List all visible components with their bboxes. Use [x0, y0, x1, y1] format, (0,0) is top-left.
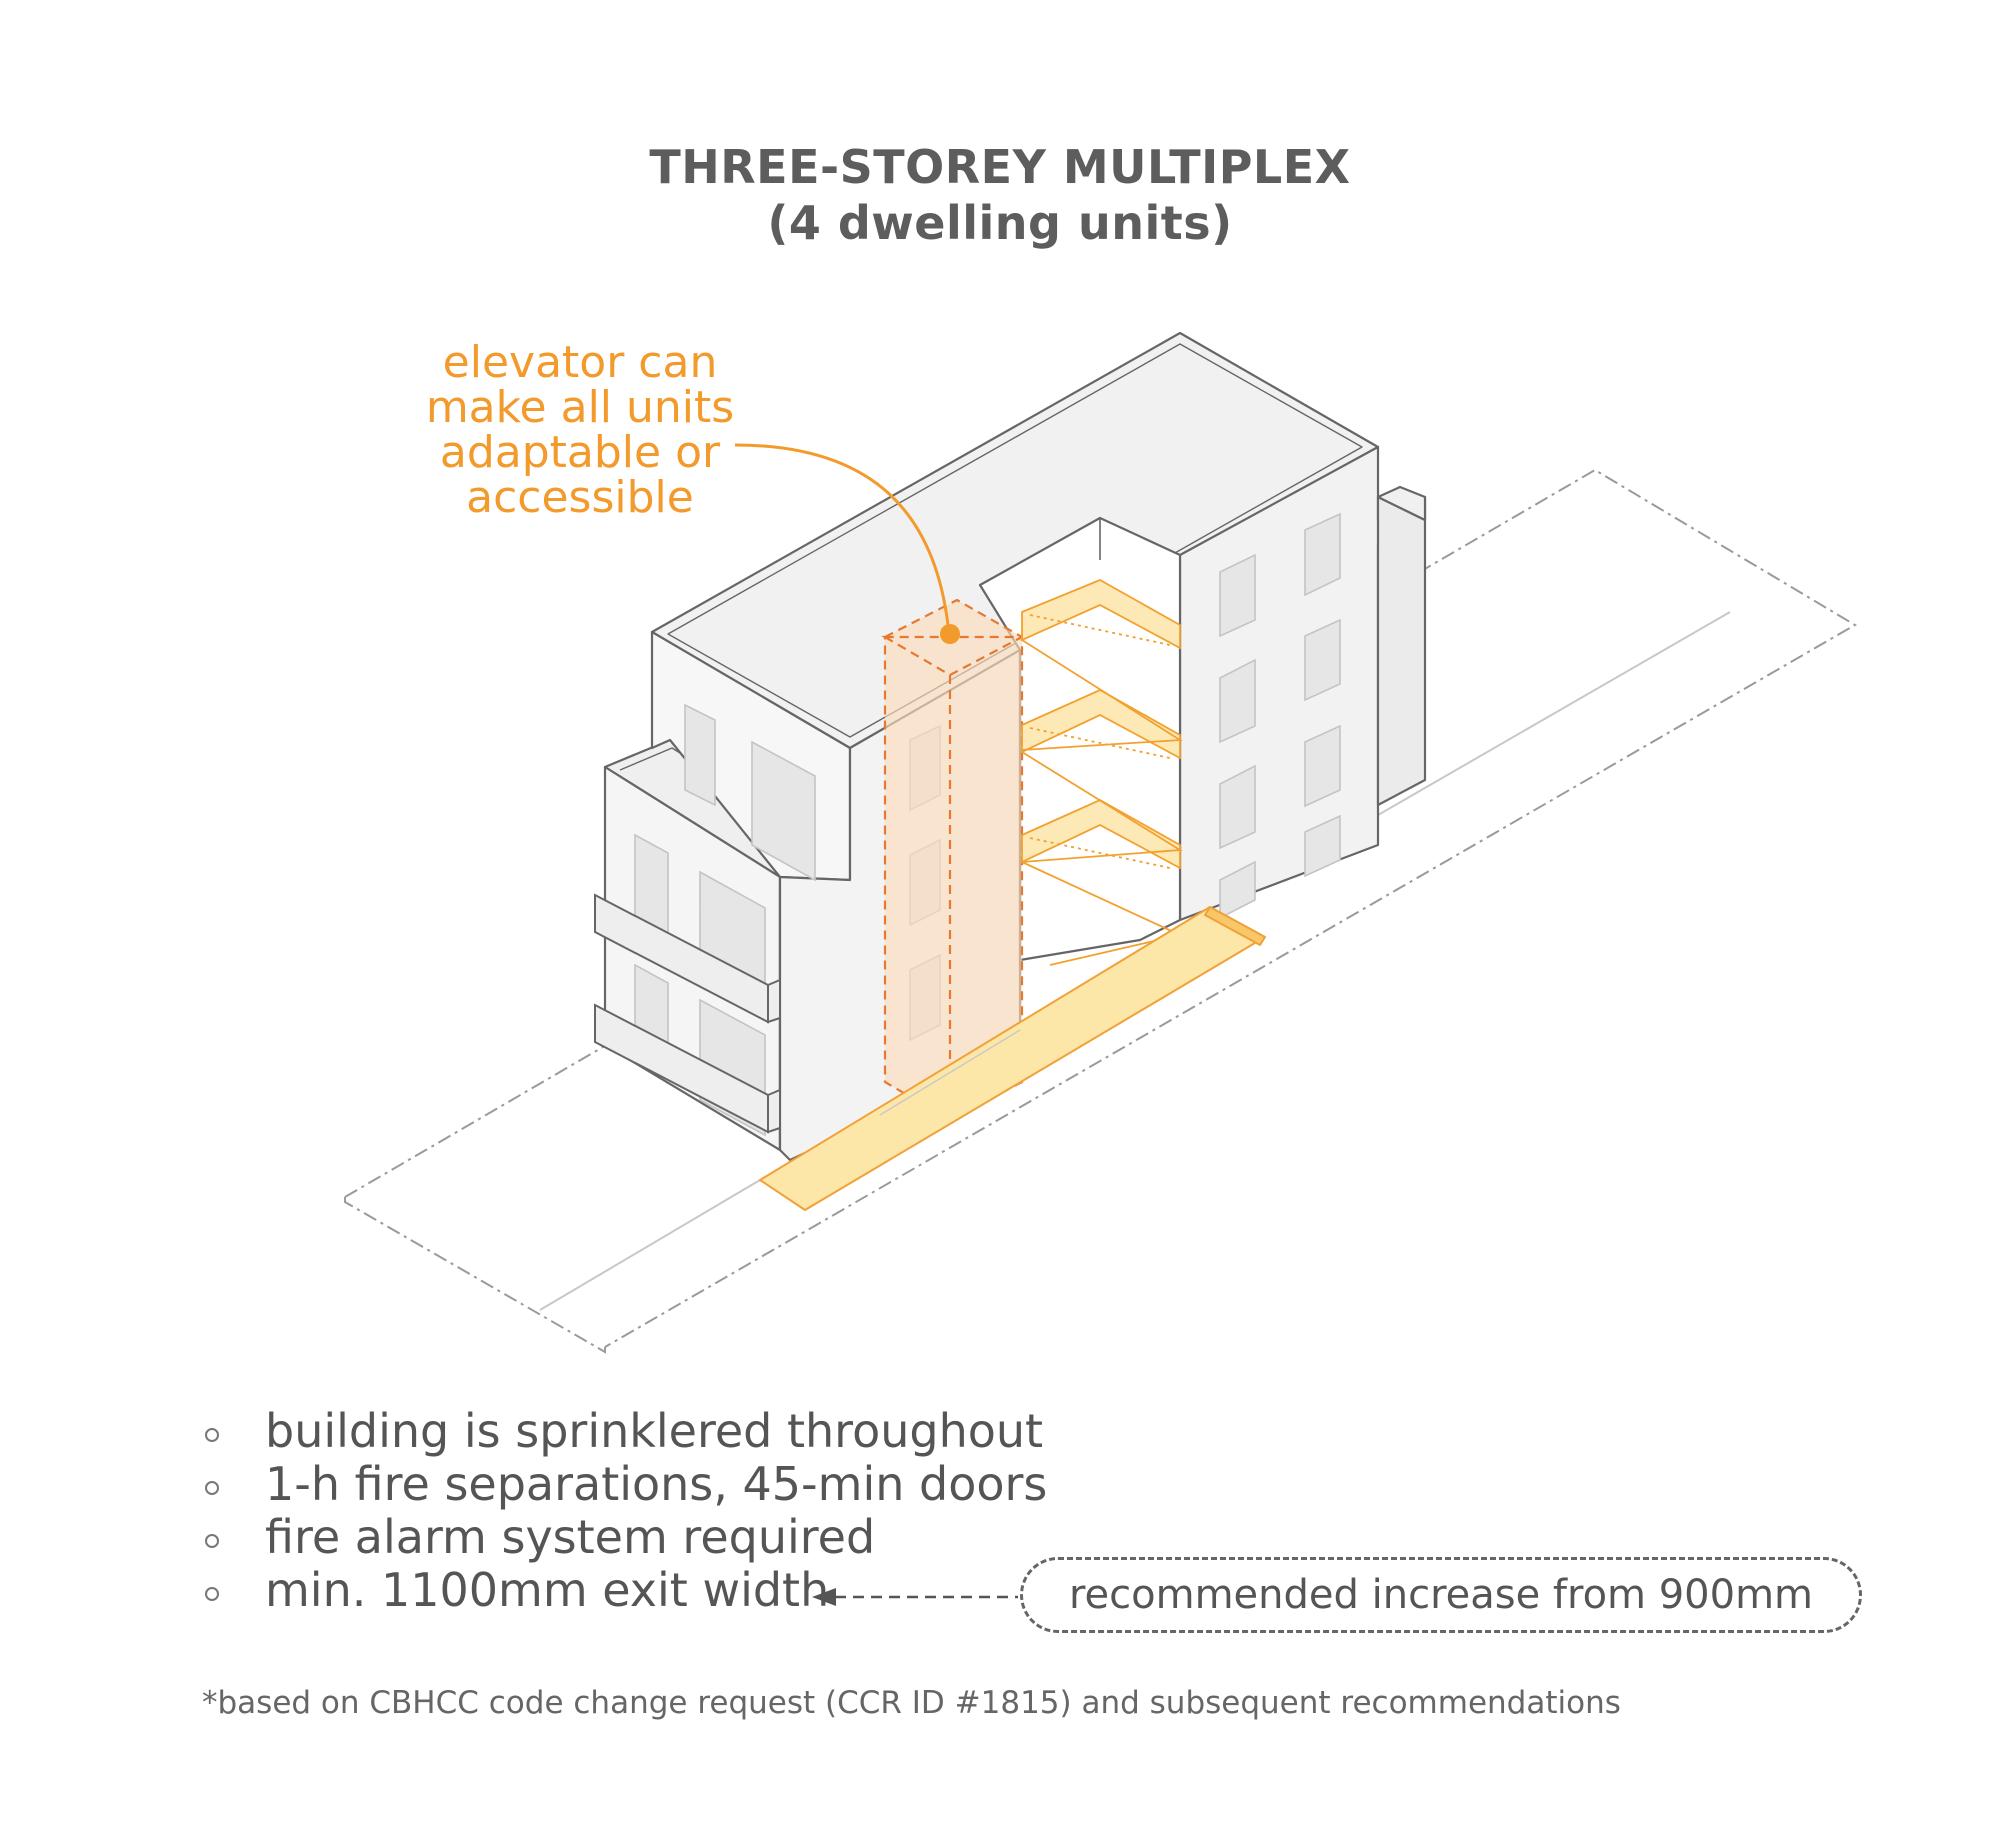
diagram-title: THREE-STOREY MULTIPLEX: [649, 140, 1351, 194]
exit-path: [759, 906, 1266, 1211]
footnote: *based on CBHCC code change request (CCR…: [202, 1685, 1621, 1721]
elevator-callout: elevator can make all units adaptable or…: [355, 340, 805, 520]
list-item-text: 1-h fire separations, 45-min doors: [265, 1457, 1048, 1511]
diagram-subtitle: (4 dwelling units): [767, 196, 1233, 250]
list-item: building is sprinklered throughout: [205, 1405, 1047, 1458]
list-item-text: building is sprinklered throughout: [265, 1404, 1044, 1458]
callout-line: make all units: [425, 382, 735, 433]
callout-line: elevator can: [442, 337, 718, 388]
list-item: fire alarm system required: [205, 1511, 1047, 1564]
list-item-text: min. 1100mm exit width: [265, 1563, 830, 1617]
list-item: min. 1100mm exit width: [205, 1564, 1047, 1617]
exit-width-arrow: [812, 1588, 1018, 1606]
list-item: 1-h fire separations, 45-min doors: [205, 1458, 1047, 1511]
balconies: [594, 893, 781, 1134]
windows: [634, 512, 1341, 1137]
callout-leader: [734, 443, 960, 644]
bullet-icon: [205, 1481, 219, 1495]
bullet-icon: [205, 1534, 219, 1548]
bullet-icon: [205, 1428, 219, 1442]
recommendation-note: recommended increase from 900mm: [1020, 1557, 1862, 1633]
bullet-icon: [205, 1587, 219, 1601]
callout-line: accessible: [466, 472, 694, 523]
requirements-list: building is sprinklered throughout 1-h f…: [205, 1405, 1047, 1617]
list-item-text: fire alarm system required: [265, 1510, 876, 1564]
callout-line: adaptable or: [439, 427, 721, 478]
